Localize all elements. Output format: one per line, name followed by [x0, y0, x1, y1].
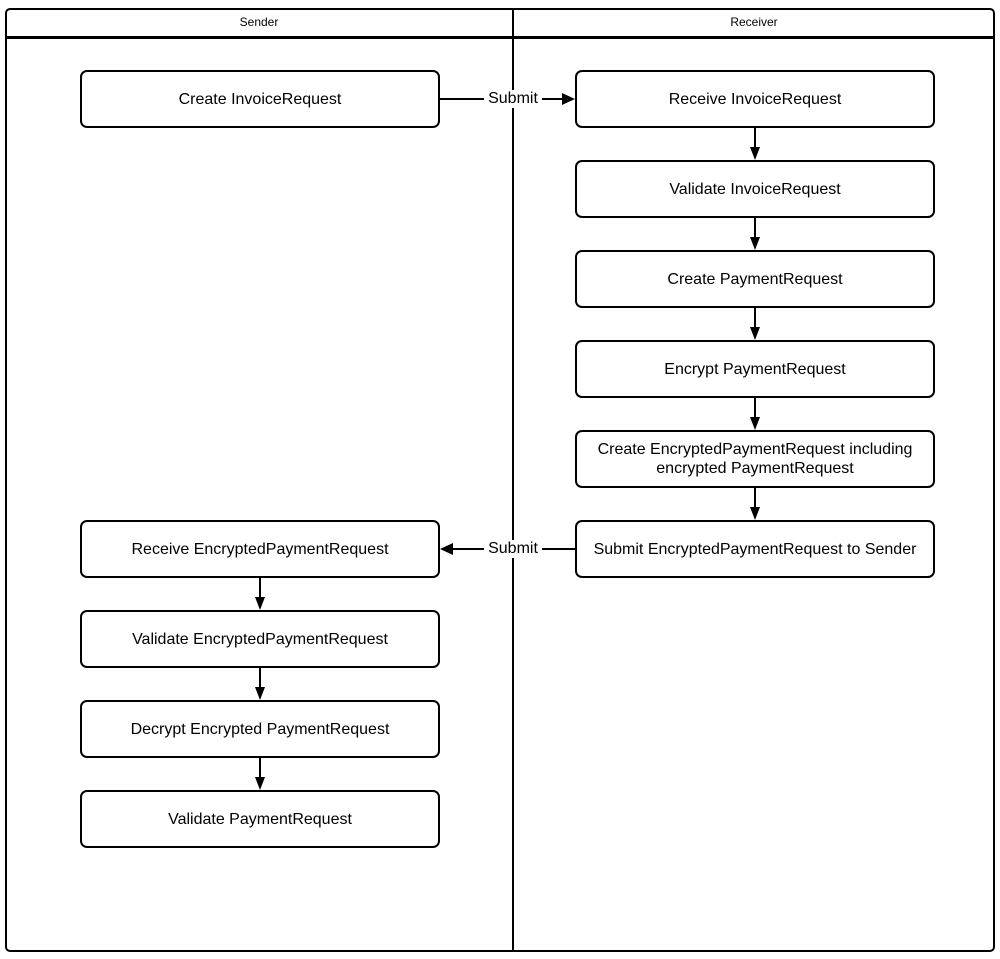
lane-header-receiver-label: Receiver [730, 15, 778, 29]
lane-header-sender: Sender [5, 8, 513, 36]
lane-header-receiver: Receiver [513, 8, 995, 36]
node-submit-encryptedpaymentrequest: Submit EncryptedPaymentRequest to Sender [575, 520, 935, 578]
node-receive-invoicerequest: Receive InvoiceRequest [575, 70, 935, 128]
node-label: Create PaymentRequest [667, 270, 843, 288]
lane-divider [512, 8, 514, 952]
node-receive-encryptedpaymentrequest: Receive EncryptedPaymentRequest [80, 520, 440, 578]
node-label: Create EncryptedPaymentRequest including… [597, 441, 913, 477]
node-validate-invoicerequest: Validate InvoiceRequest [575, 160, 935, 218]
node-label: Decrypt Encrypted PaymentRequest [130, 720, 390, 738]
node-validate-paymentrequest: Validate PaymentRequest [80, 790, 440, 848]
node-label: Validate EncryptedPaymentRequest [132, 630, 388, 648]
node-label: Receive EncryptedPaymentRequest [131, 540, 389, 558]
edge-label-submit-payment: Submit [484, 540, 542, 558]
node-create-paymentrequest: Create PaymentRequest [575, 250, 935, 308]
pool-header-rule [5, 36, 995, 39]
node-validate-encryptedpaymentrequest: Validate EncryptedPaymentRequest [80, 610, 440, 668]
node-label: Receive InvoiceRequest [668, 90, 842, 108]
node-create-encryptedpaymentrequest: Create EncryptedPaymentRequest including… [575, 430, 935, 488]
node-label: Encrypt PaymentRequest [664, 360, 846, 378]
node-create-invoicerequest: Create InvoiceRequest [80, 70, 440, 128]
node-label: Create InvoiceRequest [178, 90, 342, 108]
node-label: Submit EncryptedPaymentRequest to Sender [593, 540, 917, 558]
lane-header-sender-label: Sender [239, 15, 279, 29]
node-label: Validate PaymentRequest [168, 810, 352, 828]
node-label: Validate InvoiceRequest [669, 180, 841, 198]
node-encrypt-paymentrequest: Encrypt PaymentRequest [575, 340, 935, 398]
edge-label-submit-invoice: Submit [484, 90, 542, 108]
node-decrypt-encrypted-paymentrequest: Decrypt Encrypted PaymentRequest [80, 700, 440, 758]
